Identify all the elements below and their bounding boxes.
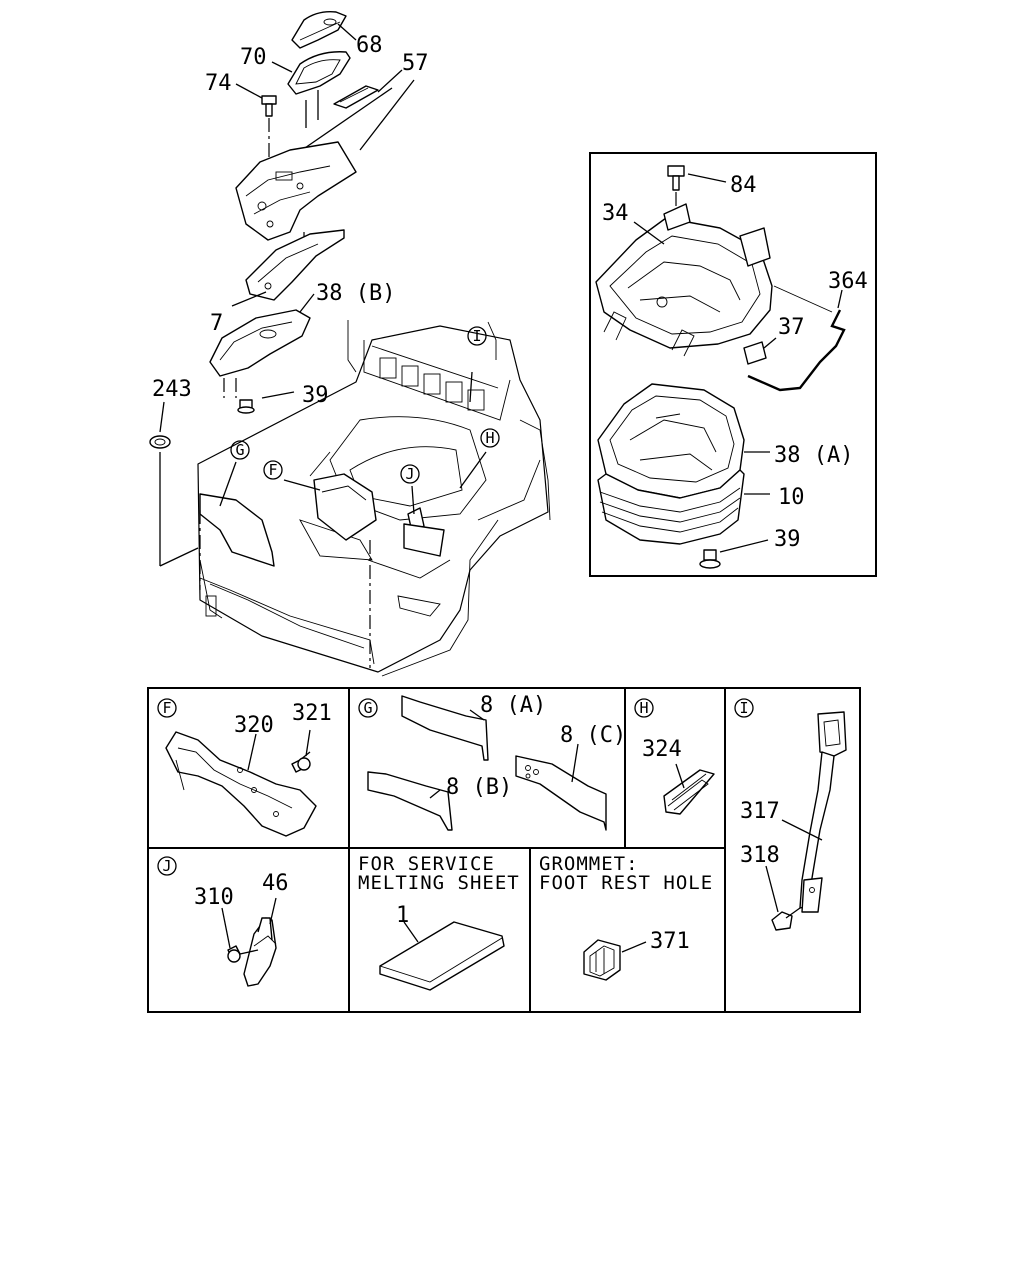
callout-46: 46 <box>262 871 289 896</box>
part-70-gasket <box>271 51 351 95</box>
part-7-bracket <box>231 229 345 307</box>
svg-text:J: J <box>162 857 171 875</box>
callout-38b: 38 (B) <box>316 281 395 306</box>
svg-text:I: I <box>472 327 481 345</box>
callout-324: 324 <box>642 737 682 762</box>
callout-39-main: 39 <box>302 383 329 408</box>
svg-text:G: G <box>363 699 372 717</box>
part-57-strip <box>301 69 415 151</box>
callout-243: 243 <box>152 377 192 402</box>
callout-364: 364 <box>828 269 868 294</box>
detail-J: J 310 46 <box>157 856 289 987</box>
grommet-line1: GROMMET: <box>539 853 639 875</box>
callout-318: 318 <box>740 843 780 868</box>
part-74-bolt <box>235 83 277 196</box>
marker-J: J <box>400 464 420 484</box>
part-84-bolt <box>667 165 727 206</box>
service-sheet-line1: FOR SERVICE <box>358 853 495 875</box>
callout-8b: 8 (B) <box>446 775 512 800</box>
marker-H: H <box>480 428 500 448</box>
callout-371: 371 <box>650 929 690 954</box>
part-38a-pad <box>597 383 770 499</box>
callout-8a: 8 (A) <box>480 693 546 718</box>
part-37-clip <box>743 337 777 365</box>
detail-grid: F 320 321 G 8 <box>147 687 861 1013</box>
callout-317: 317 <box>740 799 780 824</box>
detail-F: F 320 321 <box>157 698 332 837</box>
svg-text:F: F <box>268 461 277 479</box>
marker-G: G <box>230 440 250 460</box>
service-sheet-line2: MELTING SHEET <box>358 872 520 894</box>
main-exploded-view: F G H I J 68 70 74 57 38 (B) 7 39 243 <box>149 10 551 677</box>
callout-74: 74 <box>205 71 232 96</box>
part-34-tray <box>595 203 833 357</box>
marker-I: I <box>467 326 487 346</box>
callout-1: 1 <box>396 903 409 928</box>
part-364-wire <box>747 289 846 392</box>
tool-tray-box: 84 34 364 37 38 (A) 10 39 <box>589 152 877 577</box>
marker-F: F <box>263 460 283 480</box>
callout-34: 34 <box>602 201 629 226</box>
callout-320: 320 <box>234 713 274 738</box>
svg-text:H: H <box>639 699 648 717</box>
part-68-cover <box>291 10 357 49</box>
callout-310: 310 <box>194 885 234 910</box>
callout-70: 70 <box>240 45 267 70</box>
part-39-clip <box>237 391 295 414</box>
detail-G: G 8 (A) 8 (B) 8 (C) <box>358 693 626 831</box>
svg-text:F: F <box>162 699 171 717</box>
callout-39-box: 39 <box>774 527 801 552</box>
part-38b-pad <box>209 293 315 398</box>
part-10-tray <box>597 469 770 545</box>
callout-8c: 8 (C) <box>560 723 626 748</box>
callout-57: 57 <box>402 51 429 76</box>
callout-10: 10 <box>778 485 805 510</box>
callout-38a: 38 (A) <box>774 443 853 468</box>
part-39-clip-box <box>699 539 769 569</box>
callout-84: 84 <box>730 173 757 198</box>
svg-text:G: G <box>235 441 244 459</box>
main-bracket-assembly <box>235 90 357 246</box>
vehicle-floor-body <box>197 320 551 677</box>
callout-7: 7 <box>210 311 223 336</box>
part-243-grommet <box>149 401 199 567</box>
callout-321: 321 <box>292 701 332 726</box>
grommet-line2: FOOT REST HOLE <box>539 872 713 894</box>
detail-grommet: GROMMET: FOOT REST HOLE 371 <box>539 853 713 981</box>
callout-37: 37 <box>778 315 805 340</box>
detail-I: I 317 318 <box>734 698 847 931</box>
svg-text:I: I <box>739 699 748 717</box>
svg-text:H: H <box>485 429 494 447</box>
callout-68: 68 <box>356 33 383 58</box>
detail-H: H 324 <box>634 698 715 815</box>
svg-text:J: J <box>405 465 414 483</box>
detail-service-sheet: FOR SERVICE MELTING SHEET 1 <box>358 853 520 991</box>
